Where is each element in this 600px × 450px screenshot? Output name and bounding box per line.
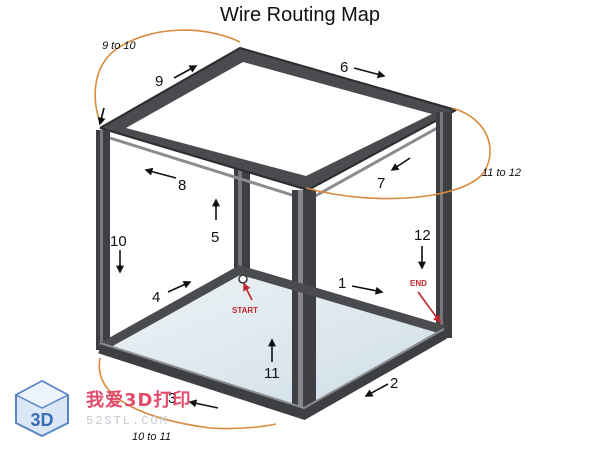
label-6: 6 bbox=[340, 59, 348, 76]
start-label: START bbox=[232, 306, 258, 315]
label-11: 11 bbox=[264, 365, 280, 382]
watermark-url: 52STL.COM bbox=[86, 414, 169, 428]
arrow-7 bbox=[392, 158, 410, 170]
label-10-to-11: 10 to 11 bbox=[132, 431, 171, 443]
arrow-4 bbox=[168, 282, 190, 292]
watermark-3d-cube-logo: 3D bbox=[12, 378, 72, 438]
end-label: END bbox=[410, 279, 427, 288]
arrow-2 bbox=[366, 384, 388, 396]
label-4: 4 bbox=[152, 289, 160, 306]
arrow-curve-9-10 bbox=[100, 108, 104, 124]
label-12: 12 bbox=[414, 227, 431, 244]
top-frame bbox=[100, 48, 456, 200]
label-7: 7 bbox=[377, 175, 385, 192]
label-11-to-12: 11 to 12 bbox=[482, 167, 521, 179]
watermark-chinese-text: 我爱3D打印 bbox=[86, 386, 191, 412]
label-9-to-10: 9 to 10 bbox=[102, 40, 137, 52]
label-9: 9 bbox=[155, 73, 163, 90]
arrow-1 bbox=[352, 286, 382, 292]
label-1: 1 bbox=[338, 275, 346, 292]
label-5: 5 bbox=[211, 229, 219, 246]
watermark-logo-text: 3D bbox=[30, 410, 53, 430]
label-10: 10 bbox=[110, 233, 127, 250]
label-8: 8 bbox=[178, 177, 186, 194]
arrow-8 bbox=[146, 170, 176, 178]
start-hole bbox=[239, 275, 247, 283]
arrow-3 bbox=[190, 402, 218, 408]
arrow-6 bbox=[354, 68, 384, 76]
label-2: 2 bbox=[390, 375, 398, 392]
